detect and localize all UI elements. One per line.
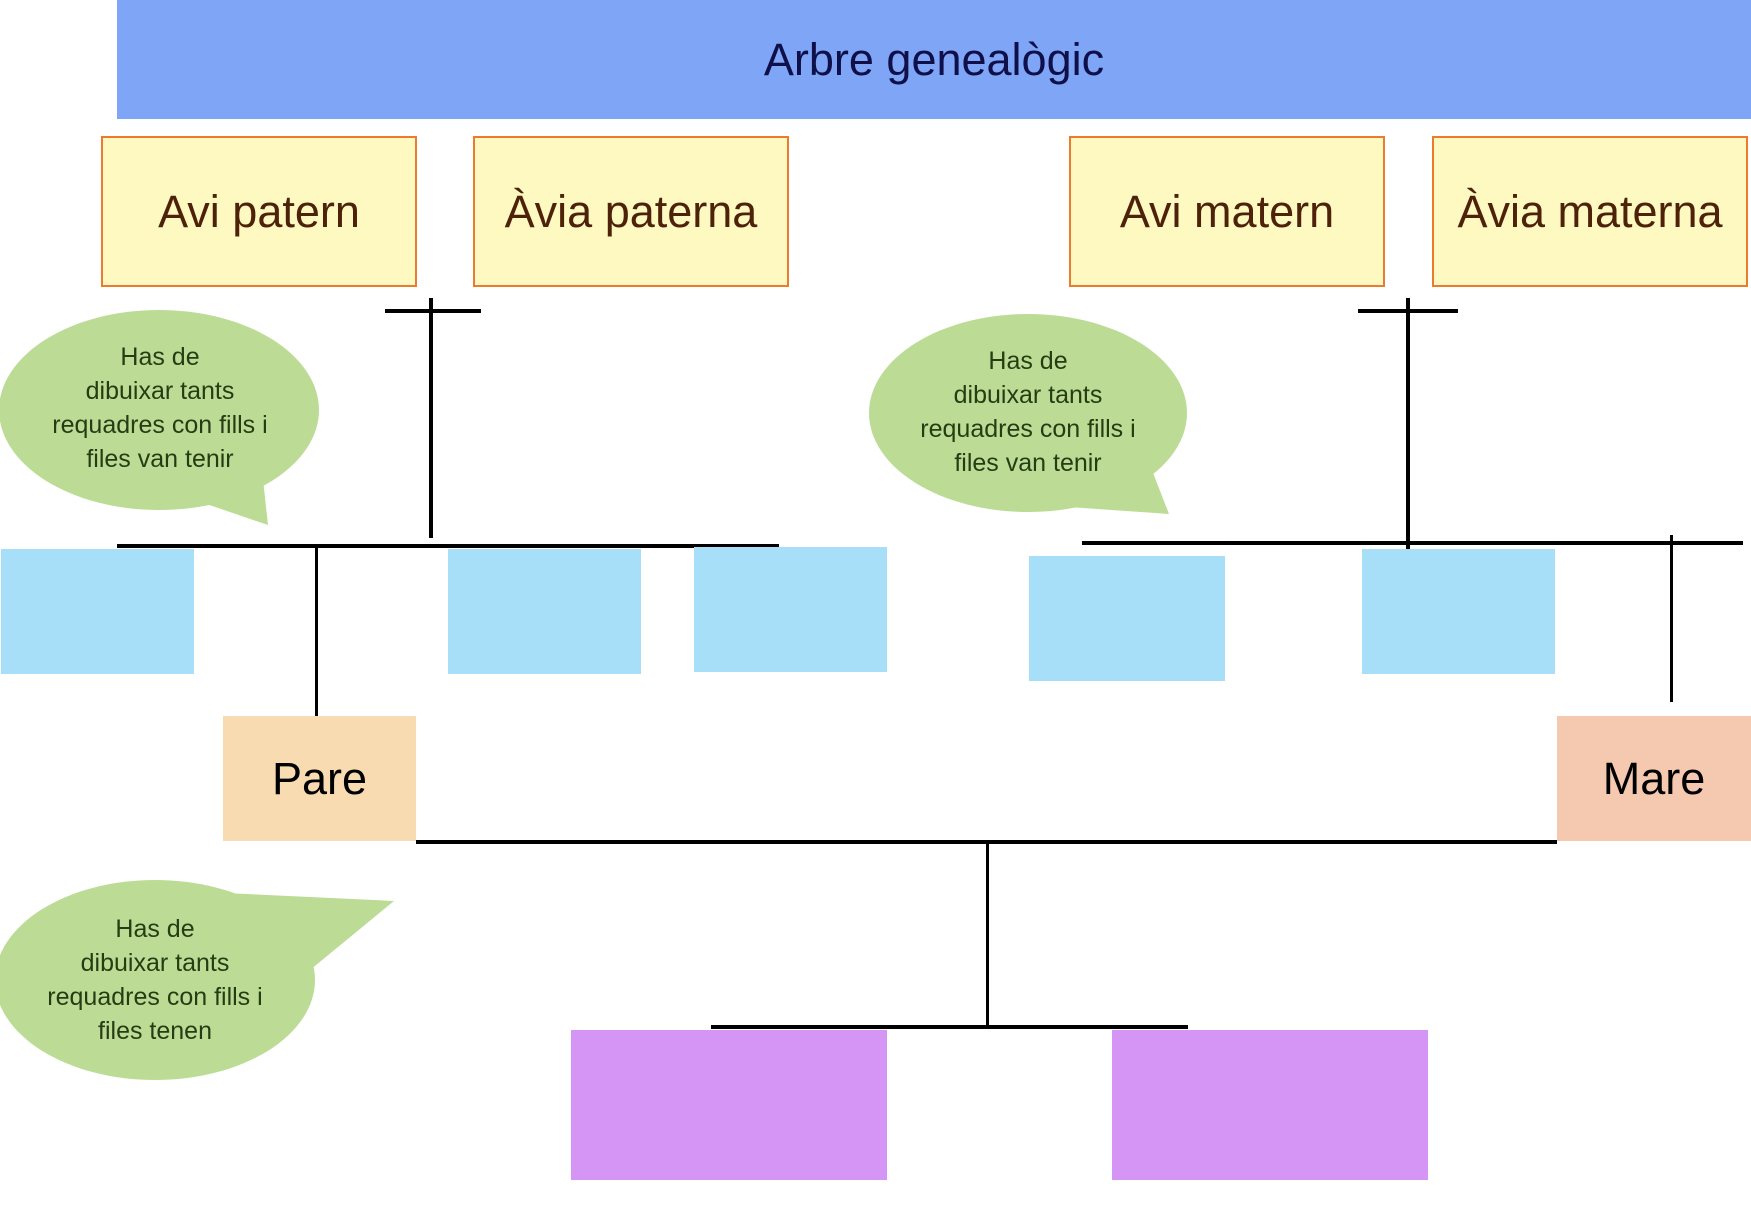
paternal-sibling-box[interactable] — [694, 547, 887, 672]
paternal-marriage-bar — [385, 309, 481, 313]
paternal-grandfather-label: Avi patern — [158, 185, 360, 237]
speech-bubble-3 — [0, 880, 394, 1080]
speech-bubble-1-text: Has de dibuixar tants requadres con fill… — [10, 340, 310, 476]
maternal-grandmother-box[interactable]: Àvia materna — [1432, 136, 1748, 287]
mother-link-line — [1670, 535, 1673, 702]
paternal-sibling-box[interactable] — [1, 549, 194, 674]
maternal-sibling-box[interactable] — [1362, 549, 1555, 674]
paternal-siblings-bar — [117, 544, 779, 548]
maternal-siblings-bar — [1082, 541, 1743, 545]
maternal-grandfather-label: Avi matern — [1119, 185, 1335, 237]
father-box[interactable]: Pare — [223, 716, 416, 841]
father-label: Pare — [271, 752, 368, 804]
bubble-line: files tenen — [98, 1017, 212, 1045]
bubble-line: Has de — [115, 915, 195, 943]
bubble-line: files van tenir — [954, 449, 1102, 477]
paternal-grandmother-label: Àvia paterna — [504, 185, 758, 237]
title-banner: Arbre genealògic — [117, 0, 1751, 119]
maternal-descent-line — [1406, 298, 1410, 550]
speech-bubble-2 — [869, 314, 1187, 514]
mother-box[interactable]: Mare — [1557, 716, 1751, 841]
paternal-grandfather-box[interactable]: Avi patern — [101, 136, 417, 287]
speech-bubble-3-text: Has de dibuixar tants requadres con fill… — [5, 912, 305, 1048]
maternal-sibling-box[interactable] — [1029, 556, 1225, 681]
child-box[interactable] — [571, 1030, 887, 1180]
bubble-line: dibuixar tants — [80, 949, 230, 977]
paternal-descent-line — [429, 298, 433, 538]
bubble-line: dibuixar tants — [953, 381, 1103, 409]
mother-label: Mare — [1602, 752, 1706, 804]
bubble-line: dibuixar tants — [85, 377, 235, 405]
bubble-line: requadres con fills i — [920, 415, 1136, 443]
father-link-line — [315, 546, 318, 716]
bubble-line: Has de — [988, 347, 1068, 375]
bubble-line: requadres con fills i — [47, 983, 263, 1011]
paternal-grandmother-box[interactable]: Àvia paterna — [473, 136, 789, 287]
bubble-line: Has de — [120, 343, 200, 371]
children-bar — [711, 1025, 1188, 1029]
bubble-line: files van tenir — [86, 445, 234, 473]
bubble-line: requadres con fills i — [52, 411, 268, 439]
child-box[interactable] — [1112, 1030, 1428, 1180]
speech-bubble-1 — [0, 310, 319, 525]
page-title: Arbre genealògic — [763, 33, 1105, 85]
paternal-sibling-box[interactable] — [448, 549, 641, 674]
maternal-grandmother-label: Àvia materna — [1457, 185, 1723, 237]
speech-bubble-2-text: Has de dibuixar tants requadres con fill… — [878, 344, 1178, 480]
maternal-grandfather-box[interactable]: Avi matern — [1069, 136, 1385, 287]
children-descent-line — [986, 842, 989, 1028]
